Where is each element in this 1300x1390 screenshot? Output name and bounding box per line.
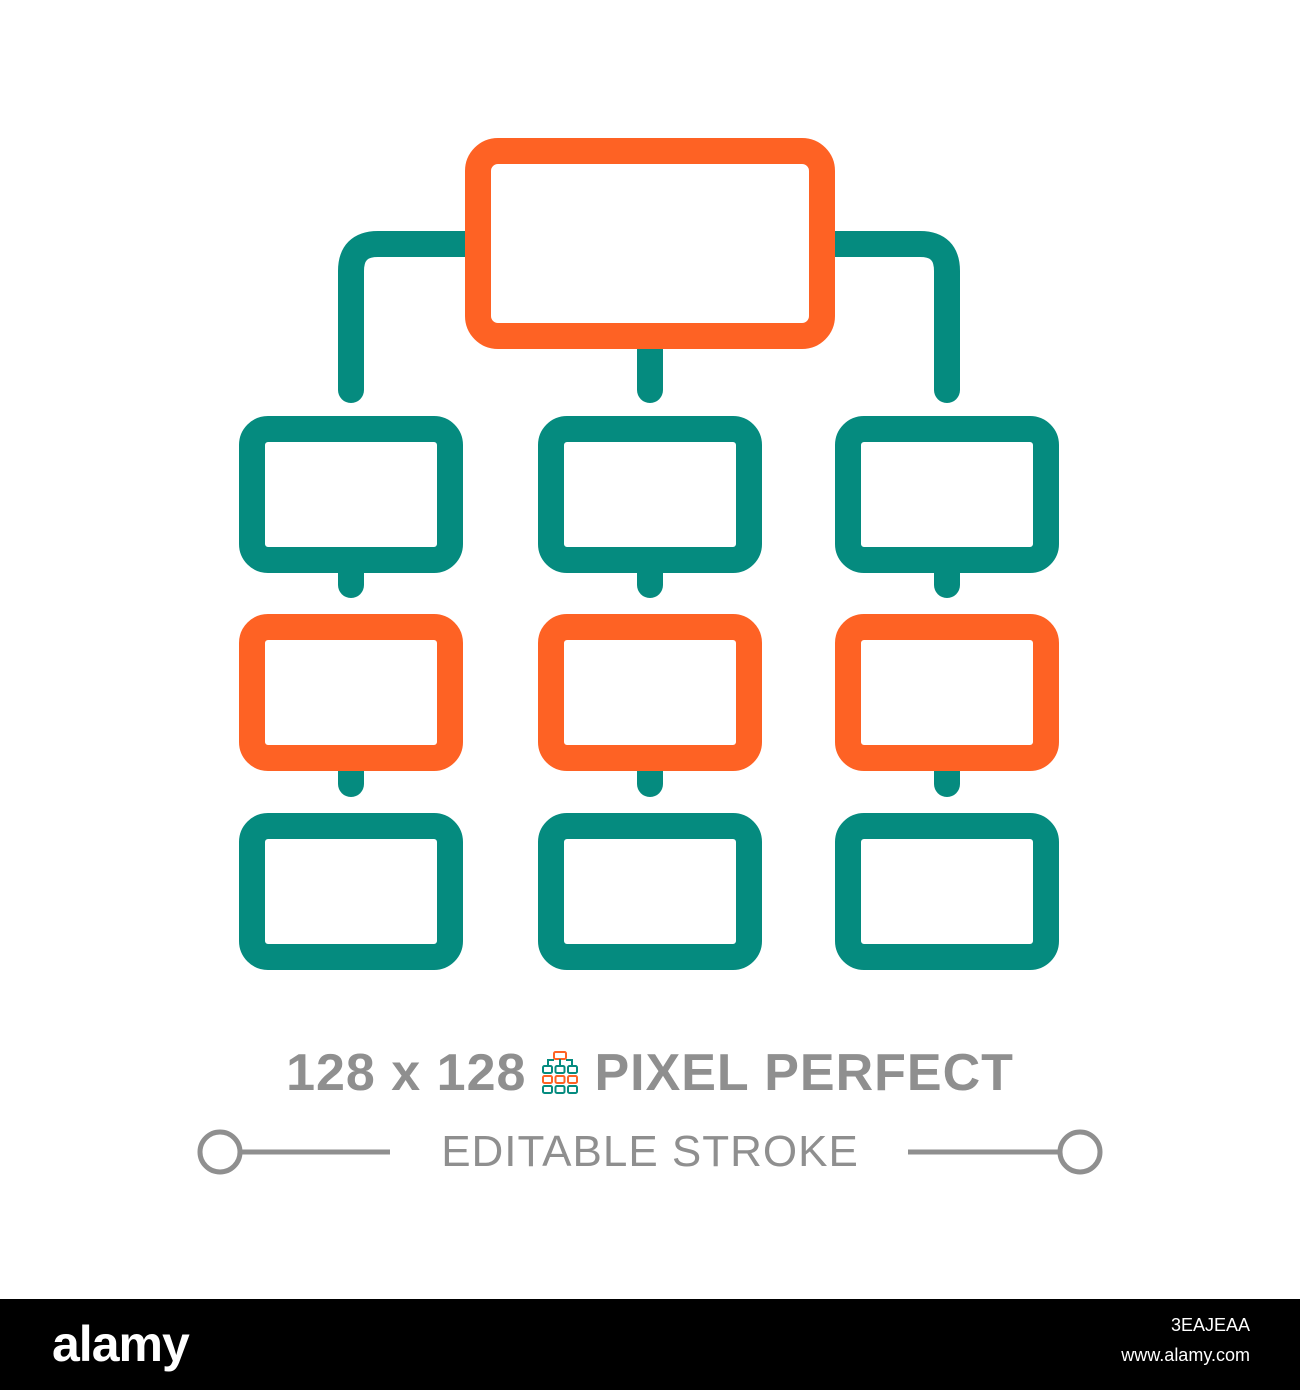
- child-node-r1-c1: [239, 416, 463, 573]
- child-node-r3-c2: [538, 813, 762, 970]
- child-node-r3-c1: [239, 813, 463, 970]
- child-node-r2-c1: [239, 614, 463, 771]
- hierarchy-mini-icon: [542, 1051, 579, 1094]
- editable-stroke-text: EDITABLE STROKE: [441, 1127, 859, 1176]
- footer-url: www.alamy.com: [1121, 1345, 1250, 1365]
- root-node: [465, 138, 835, 349]
- child-node-r2-c3: [835, 614, 1059, 771]
- stroke-slider-decoration: [197, 1129, 1103, 1175]
- editable-stroke-caption: EDITABLE STROKE: [0, 1122, 1300, 1182]
- connector-root-left: [338, 231, 491, 403]
- child-node-r3-c3: [835, 813, 1059, 970]
- right-handle-icon: [1057, 1129, 1103, 1175]
- size-text: 128 x 128: [286, 1044, 527, 1102]
- child-node-r1-c2: [538, 416, 762, 573]
- hierarchy-structure-icon: [239, 138, 1059, 970]
- footer-bar: alamy 3EAJEAA www.alamy.com: [0, 1299, 1300, 1390]
- pixel-perfect-text: PIXEL PERFECT: [594, 1044, 1014, 1102]
- child-node-r2-c2: [538, 614, 762, 771]
- size-caption: 128 x 128 PIXEL PERFECT: [0, 1038, 1300, 1108]
- brand-logo: alamy: [52, 1316, 190, 1372]
- child-node-r1-c3: [835, 416, 1059, 573]
- connector-root-right: [809, 231, 960, 403]
- image-id: 3EAJEAA: [1170, 1315, 1250, 1335]
